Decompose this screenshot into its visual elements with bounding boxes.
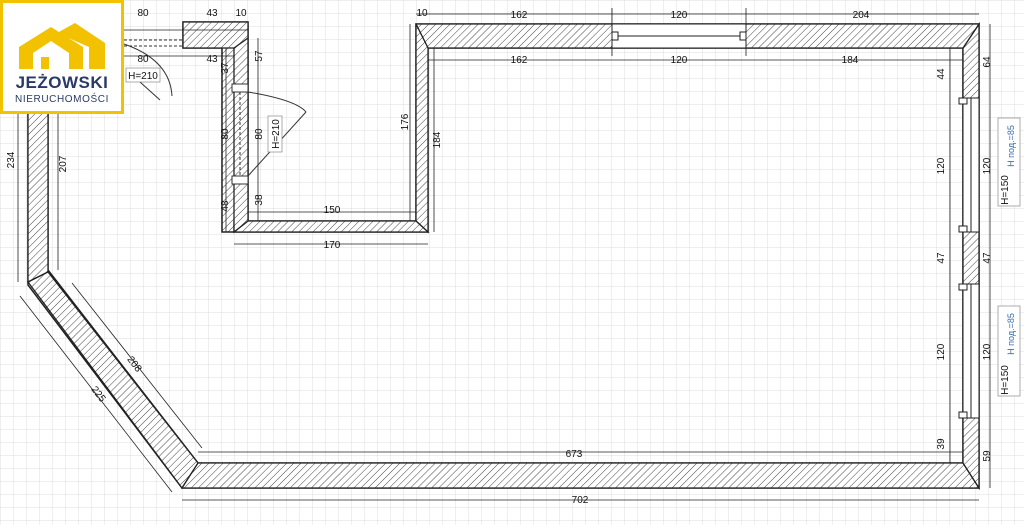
dim-inner-162: 162 bbox=[511, 55, 528, 66]
dim-right-47-in: 47 bbox=[936, 252, 947, 264]
dimension-texts: 80 43 10 80 43 61 41 H=210 234 207 37 57… bbox=[6, 8, 1021, 506]
dim-top-left-10: 10 bbox=[235, 8, 247, 19]
dim-right-120b-out: 120 bbox=[982, 343, 993, 360]
dim-top-120: 120 bbox=[671, 10, 688, 21]
dim-176: 176 bbox=[400, 113, 411, 130]
dimension-lines bbox=[17, 8, 991, 501]
door-h-label-2: H=210 bbox=[271, 119, 282, 149]
dim-right-64: 64 bbox=[982, 56, 993, 68]
brand-name: JEŻOWSKI bbox=[15, 73, 109, 92]
window-top bbox=[611, 23, 747, 49]
house-roof-icon bbox=[19, 23, 105, 69]
dim-170: 170 bbox=[324, 240, 341, 251]
window-h-label-2: H=150 bbox=[1000, 365, 1011, 395]
dim-150: 150 bbox=[324, 205, 341, 216]
dim-right-120a-out: 120 bbox=[982, 157, 993, 174]
window-h-label-1: H=150 bbox=[1000, 175, 1011, 205]
dim-57: 57 bbox=[254, 50, 265, 62]
dim-inner-184: 184 bbox=[842, 55, 859, 66]
dim-top-10: 10 bbox=[416, 8, 428, 19]
dim-48: 48 bbox=[220, 200, 231, 212]
window-label-box-1 bbox=[997, 117, 1021, 207]
dim-bottom-673: 673 bbox=[566, 449, 583, 460]
door-h-box-2 bbox=[267, 115, 283, 153]
dim-top-left-43: 43 bbox=[206, 8, 218, 19]
dim-38: 38 bbox=[254, 194, 265, 206]
dim-top-204: 204 bbox=[853, 10, 870, 21]
window-label-box-2 bbox=[997, 305, 1021, 397]
door-h-box-1 bbox=[125, 67, 161, 83]
dim-right-59: 59 bbox=[982, 450, 993, 462]
dim-right-120a-in: 120 bbox=[936, 157, 947, 174]
dim-right-44: 44 bbox=[936, 68, 947, 80]
dim-left-234: 234 bbox=[6, 151, 17, 168]
dim-80b: 80 bbox=[254, 128, 265, 140]
dim-right-47-out: 47 bbox=[982, 252, 993, 264]
dim-37: 37 bbox=[220, 62, 231, 74]
window-sill-label-1: H под.=85 bbox=[1006, 125, 1016, 167]
dim-top-left-80: 80 bbox=[137, 8, 149, 19]
dim-bottom-702: 702 bbox=[572, 495, 589, 506]
dim-left-207: 207 bbox=[58, 155, 69, 172]
dim-inner-80: 80 bbox=[137, 54, 149, 65]
window-right-1 bbox=[958, 97, 980, 233]
dim-right-39: 39 bbox=[936, 438, 947, 450]
door-h-label-1: H=210 bbox=[128, 71, 158, 82]
dim-inner-120: 120 bbox=[671, 55, 688, 66]
dim-184: 184 bbox=[432, 131, 443, 148]
brand-logo: JEŻOWSKI NIERUCHOMOŚCI bbox=[0, 0, 124, 114]
dim-80a: 80 bbox=[220, 128, 231, 140]
dim-right-120b-in: 120 bbox=[936, 343, 947, 360]
window-sill-label-2: H под.=85 bbox=[1006, 313, 1016, 355]
brand-tagline: NIERUCHOMOŚCI bbox=[15, 94, 109, 105]
dim-top-162: 162 bbox=[511, 10, 528, 21]
window-right-2 bbox=[958, 283, 980, 419]
dim-inner-43: 43 bbox=[206, 54, 218, 65]
door-top-left bbox=[123, 39, 183, 101]
